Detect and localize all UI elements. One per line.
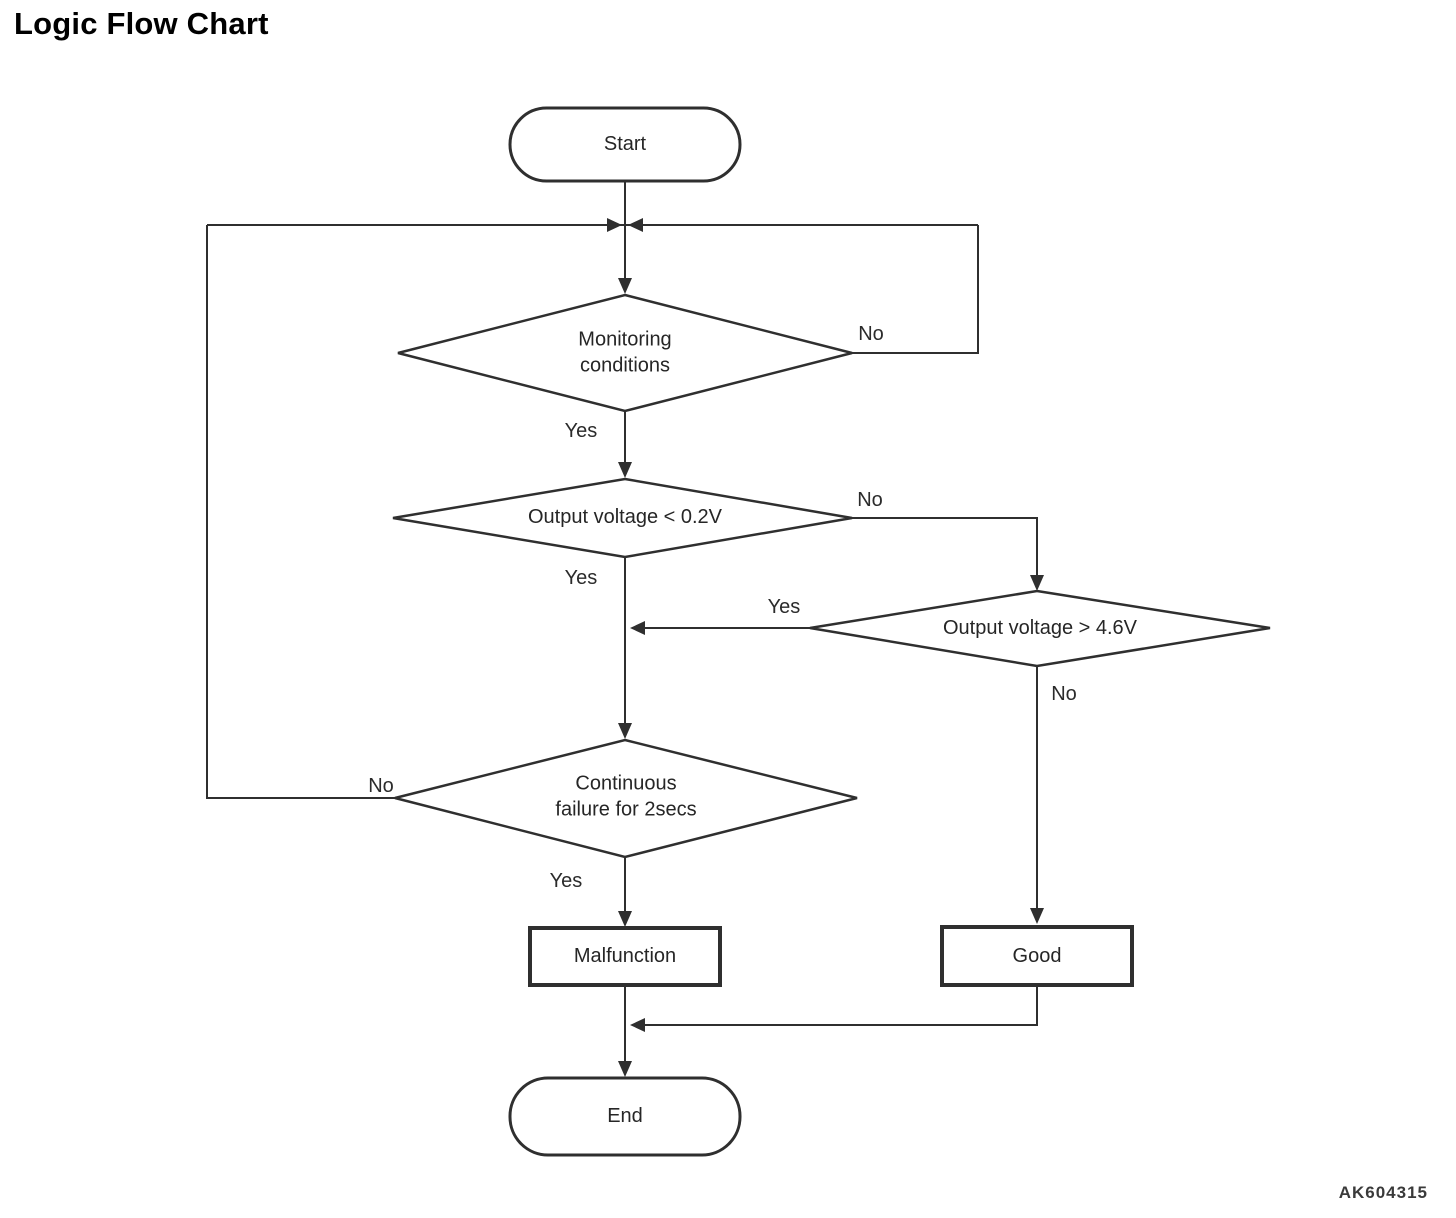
monitoring-decision-shape (397, 293, 853, 413)
arrow-into-continuous (618, 723, 632, 739)
arrow-into-output-low (618, 462, 632, 478)
page-title: Logic Flow Chart (14, 6, 269, 41)
continuous-decision-shape (394, 738, 858, 859)
edge-continuous-yes-label: Yes (549, 869, 583, 892)
arrow-junction-right (628, 218, 643, 232)
arrow-good-merge (630, 1018, 645, 1032)
edge-output-high-yes-label: Yes (767, 595, 801, 618)
connector-continuous-no-loop (206, 225, 395, 799)
output-high-decision-shape (809, 589, 1271, 668)
edge-continuous-no-label: No (368, 774, 394, 797)
edge-output-high-no-label: No (1051, 682, 1077, 705)
node-output-low-label: Output voltage < 0.2V (527, 505, 723, 528)
arrow-into-output-high (1030, 575, 1044, 591)
edge-monitoring-no-label: No (858, 322, 884, 345)
connector-good-merge (633, 985, 1038, 1026)
edge-output-low-no-label: No (857, 488, 883, 511)
arrow-output-high-yes (630, 621, 645, 635)
output-low-decision-shape (392, 477, 853, 559)
edge-output-low-yes-label: Yes (564, 566, 598, 589)
node-monitoring-label: Monitoring conditions (578, 328, 672, 377)
good-process-shape (940, 925, 1134, 987)
arrow-into-end (618, 1061, 632, 1077)
arrow-into-monitoring (618, 278, 632, 294)
connector-monitoring-no-loop (852, 225, 979, 354)
node-good-label: Good (1012, 944, 1062, 967)
node-continuous-label: Continuous failure for 2secs (555, 772, 697, 821)
start-terminator-shape (508, 106, 742, 183)
arrow-into-good (1030, 908, 1044, 924)
figure-code: AK604315 (1338, 1183, 1428, 1202)
malfunction-process-shape (528, 926, 722, 987)
end-terminator-shape (508, 1076, 742, 1157)
edge-monitoring-yes-label: Yes (564, 419, 598, 442)
connector-output-low-no (852, 517, 1038, 587)
node-end-label: End (607, 1104, 643, 1127)
arrow-junction-left (607, 218, 622, 232)
node-start-label: Start (603, 132, 647, 155)
node-output-high-label: Output voltage > 4.6V (942, 616, 1138, 639)
node-malfunction-label: Malfunction (573, 944, 677, 967)
arrow-into-malfunction (618, 911, 632, 927)
